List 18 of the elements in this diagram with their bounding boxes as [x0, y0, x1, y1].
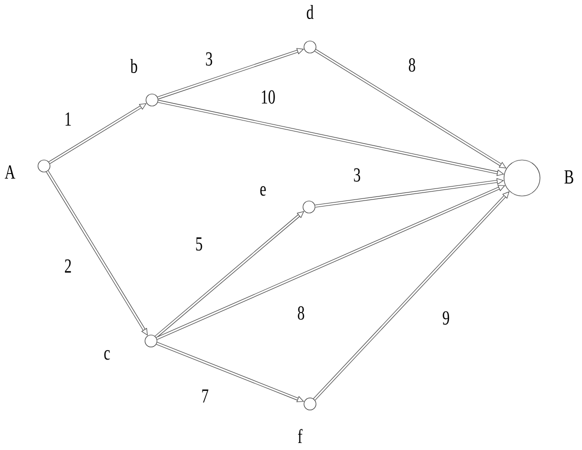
edge-label: 8	[296, 305, 306, 321]
node-label: B	[564, 170, 574, 184]
node-label: f	[298, 428, 302, 444]
edge-label: 2	[63, 258, 73, 274]
edge-label: 3	[204, 51, 214, 67]
edge-label: 1	[63, 111, 73, 127]
edge-label: 9	[441, 310, 451, 326]
edge-label: 5	[194, 236, 204, 252]
node-label: d	[306, 4, 314, 20]
node-label: A	[4, 165, 16, 179]
edge-label: 10	[260, 89, 276, 105]
arrow	[314, 49, 506, 168]
node-label: c	[104, 350, 110, 360]
edge-label: 3	[352, 167, 362, 183]
edge-label: 8	[407, 57, 417, 73]
node-label: e	[260, 186, 266, 196]
edge-label: 7	[200, 388, 210, 404]
node-label: b	[130, 58, 138, 74]
